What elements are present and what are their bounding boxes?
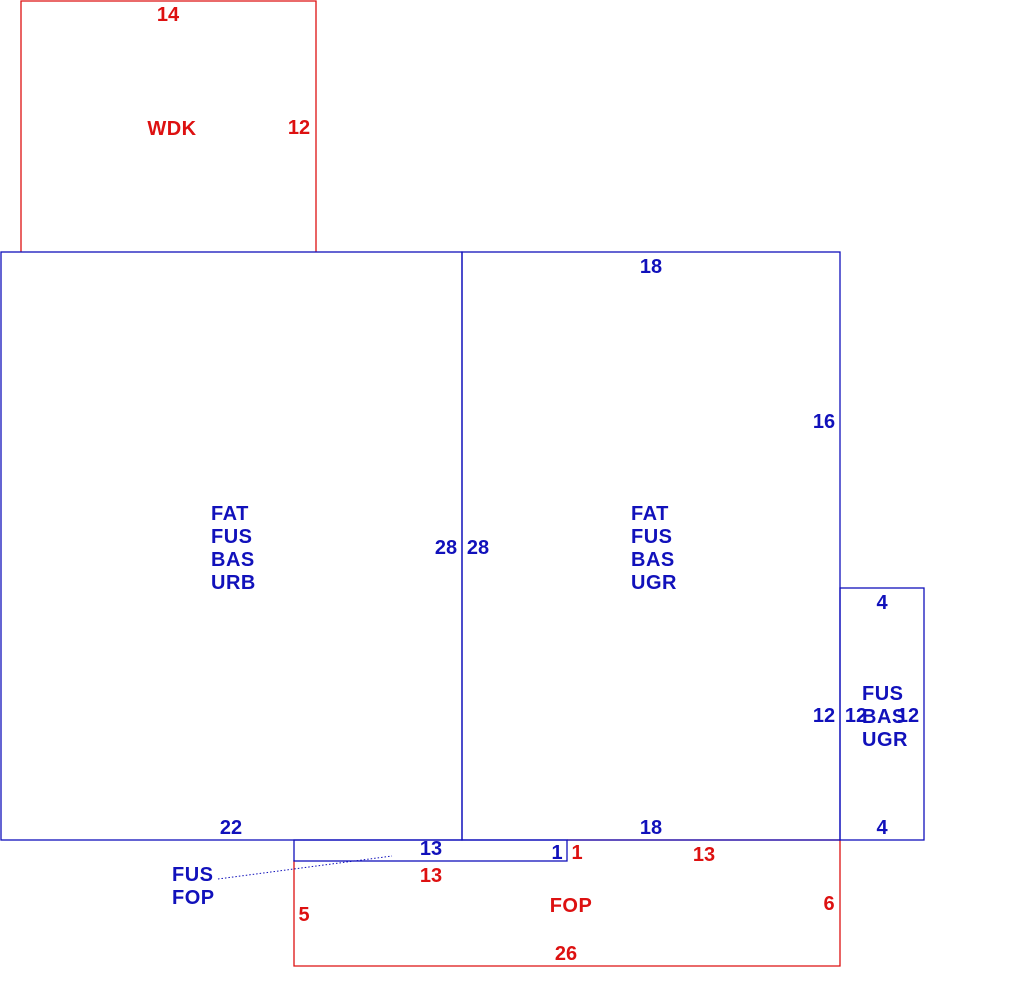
side-wing-dim-left-outer: 12 (813, 705, 835, 727)
right-main-code-3: BAS (631, 549, 675, 571)
strip-leader-line (217, 855, 393, 880)
right-main-dim-left: 28 (467, 537, 489, 559)
side-wing-dim-right: 12 (897, 705, 919, 727)
side-wing-code-3: UGR (862, 729, 908, 751)
wdk-outline (20, 0, 317, 252)
fop-dim-bottom: 26 (555, 943, 577, 965)
small-strip-dim-top: 13 (420, 838, 442, 860)
side-wing-dim-top: 4 (876, 592, 888, 614)
side-wing-outline (839, 587, 925, 841)
right-main-code-4: UGR (631, 572, 677, 594)
small-strip-code-2: FOP (172, 887, 215, 909)
left-main-code-4: URB (211, 572, 256, 594)
side-wing-dim-bottom: 4 (876, 817, 888, 839)
left-main-code-1: FAT (211, 503, 249, 525)
right-main-dim-bottom: 18 (640, 817, 662, 839)
left-main-dim-bottom: 22 (220, 817, 242, 839)
wdk-dim-right: 12 (288, 117, 310, 139)
side-wing-dim-left-inner: 12 (845, 705, 867, 727)
small-strip-dim-right: 1 (551, 842, 562, 864)
left-main-code-2: FUS (211, 526, 253, 548)
fop-dim-left: 5 (298, 904, 309, 926)
right-main-outline (461, 251, 841, 841)
fop-dim-top-right: 13 (693, 844, 715, 866)
fop-dim-notch: 1 (571, 842, 582, 864)
fop-dim-top-left: 13 (420, 865, 442, 887)
small-strip-outline (293, 839, 568, 862)
right-main-dim-top: 18 (640, 256, 662, 278)
side-wing-code-2: BAS (862, 706, 906, 728)
right-main-code-1: FAT (631, 503, 669, 525)
left-main-code-3: BAS (211, 549, 255, 571)
fop-code: FOP (550, 895, 593, 917)
left-main-dim-right: 28 (435, 537, 457, 559)
right-main-dim-right: 16 (813, 411, 835, 433)
right-main-code-2: FUS (631, 526, 673, 548)
fop-dim-right: 6 (823, 893, 834, 915)
side-wing-code-1: FUS (862, 683, 904, 705)
small-strip-code-1: FUS (172, 864, 214, 886)
wdk-dim-top: 14 (157, 4, 180, 26)
wdk-code: WDK (147, 118, 196, 140)
